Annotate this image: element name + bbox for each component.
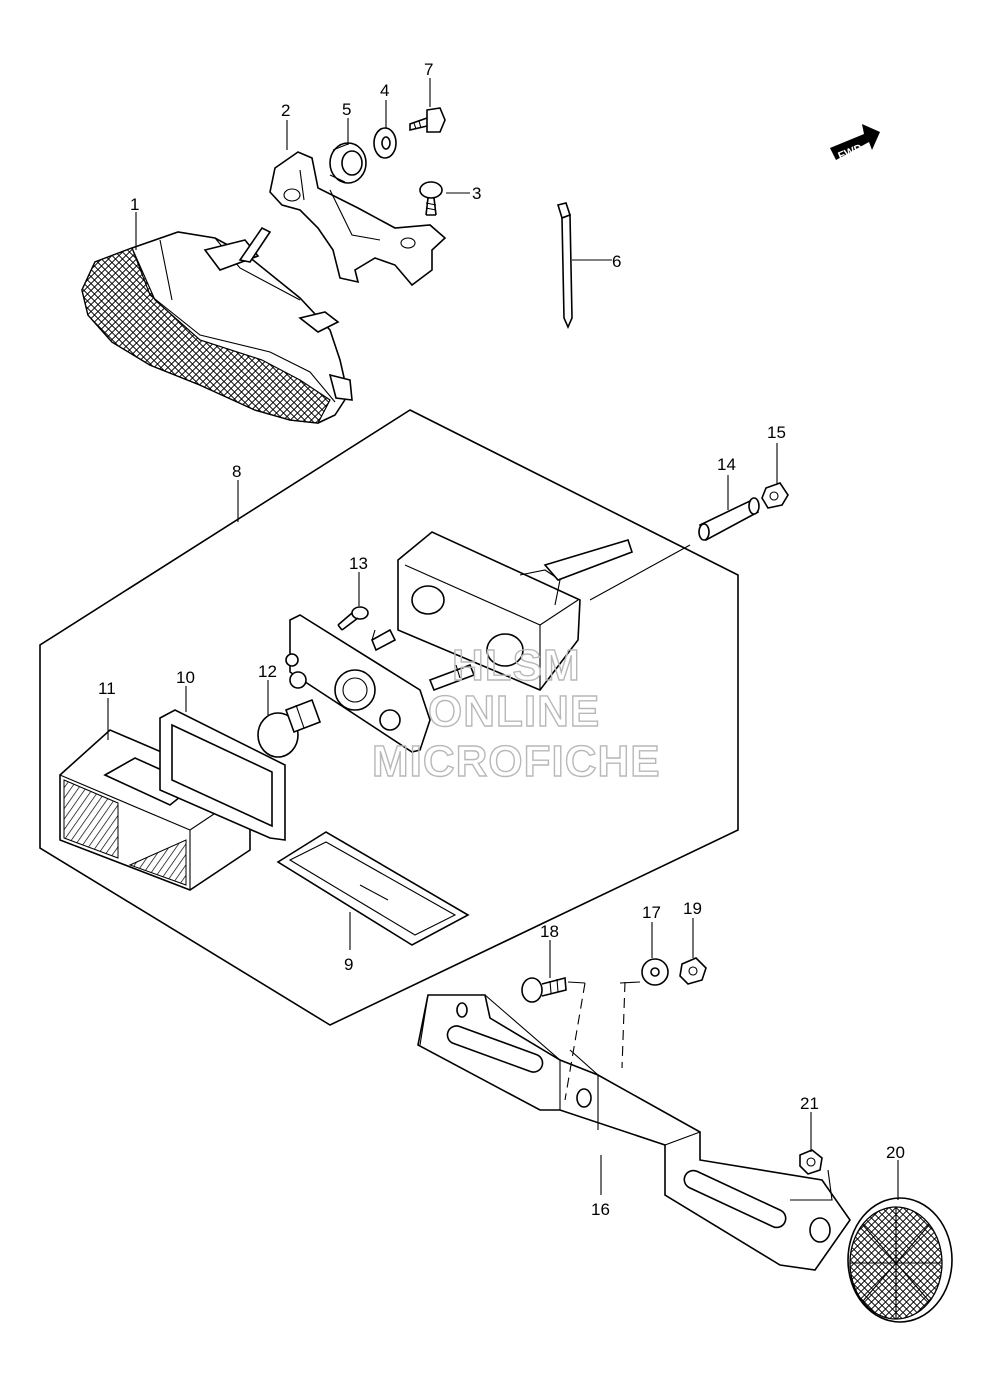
callout-3: 3 bbox=[472, 184, 481, 203]
tail-light-bracket[interactable] bbox=[269, 151, 447, 287]
screw-18[interactable] bbox=[521, 976, 567, 1003]
callout-20: 20 bbox=[886, 1143, 905, 1162]
callout-12: 12 bbox=[258, 662, 277, 681]
forward-direction-arrow: FWD bbox=[830, 124, 880, 163]
callout-15: 15 bbox=[767, 423, 786, 442]
callout-labels: 1 2 3 4 5 6 7 8 9 10 11 12 13 14 15 16 1… bbox=[98, 60, 905, 1219]
lens-cover-9[interactable] bbox=[276, 831, 470, 946]
callout-9: 9 bbox=[344, 955, 353, 974]
callout-13: 13 bbox=[349, 554, 368, 573]
lamp-socket-plate[interactable] bbox=[285, 614, 476, 753]
screw-13[interactable] bbox=[337, 606, 369, 631]
screw-7[interactable] bbox=[409, 107, 446, 133]
callout-18: 18 bbox=[540, 922, 559, 941]
cable-tie-6[interactable] bbox=[556, 202, 573, 329]
license-lamp-assembly-outline bbox=[39, 409, 739, 1026]
watermark-line-2: ONLINE bbox=[428, 687, 600, 736]
washer-4[interactable] bbox=[373, 127, 397, 159]
callout-7: 7 bbox=[424, 60, 433, 79]
nut-21[interactable] bbox=[799, 1149, 823, 1175]
callout-5: 5 bbox=[342, 100, 351, 119]
watermark: HLSM ONLINE MICROFICHE bbox=[371, 640, 661, 786]
reflector-20[interactable] bbox=[847, 1197, 953, 1323]
collar-14[interactable] bbox=[698, 497, 760, 542]
grommet-5[interactable] bbox=[329, 142, 367, 184]
watermark-line-1: HLSM bbox=[452, 641, 581, 690]
leader-lines bbox=[107, 78, 899, 1201]
callout-14: 14 bbox=[717, 455, 736, 474]
bulb-12[interactable] bbox=[257, 698, 322, 758]
screw-3[interactable] bbox=[419, 181, 443, 216]
nut-19[interactable] bbox=[679, 957, 707, 985]
callout-19: 19 bbox=[683, 899, 702, 918]
callout-21: 21 bbox=[800, 1094, 819, 1113]
license-bracket-16[interactable] bbox=[417, 994, 851, 1271]
callout-16: 16 bbox=[591, 1200, 610, 1219]
watermark-line-3: MICROFICHE bbox=[372, 737, 661, 786]
callout-2: 2 bbox=[281, 101, 290, 120]
callout-10: 10 bbox=[176, 668, 195, 687]
nut-15[interactable] bbox=[761, 482, 789, 509]
license-lamp-housing[interactable] bbox=[397, 531, 634, 691]
callout-11: 11 bbox=[98, 679, 116, 698]
gasket-10[interactable] bbox=[159, 709, 286, 841]
callout-17: 17 bbox=[642, 903, 661, 922]
callout-8: 8 bbox=[232, 462, 241, 481]
washer-17[interactable] bbox=[641, 958, 669, 986]
callout-1: 1 bbox=[130, 195, 139, 214]
callout-4: 4 bbox=[380, 81, 389, 100]
tail-light-assembly[interactable] bbox=[81, 226, 353, 424]
callout-6: 6 bbox=[612, 252, 621, 271]
